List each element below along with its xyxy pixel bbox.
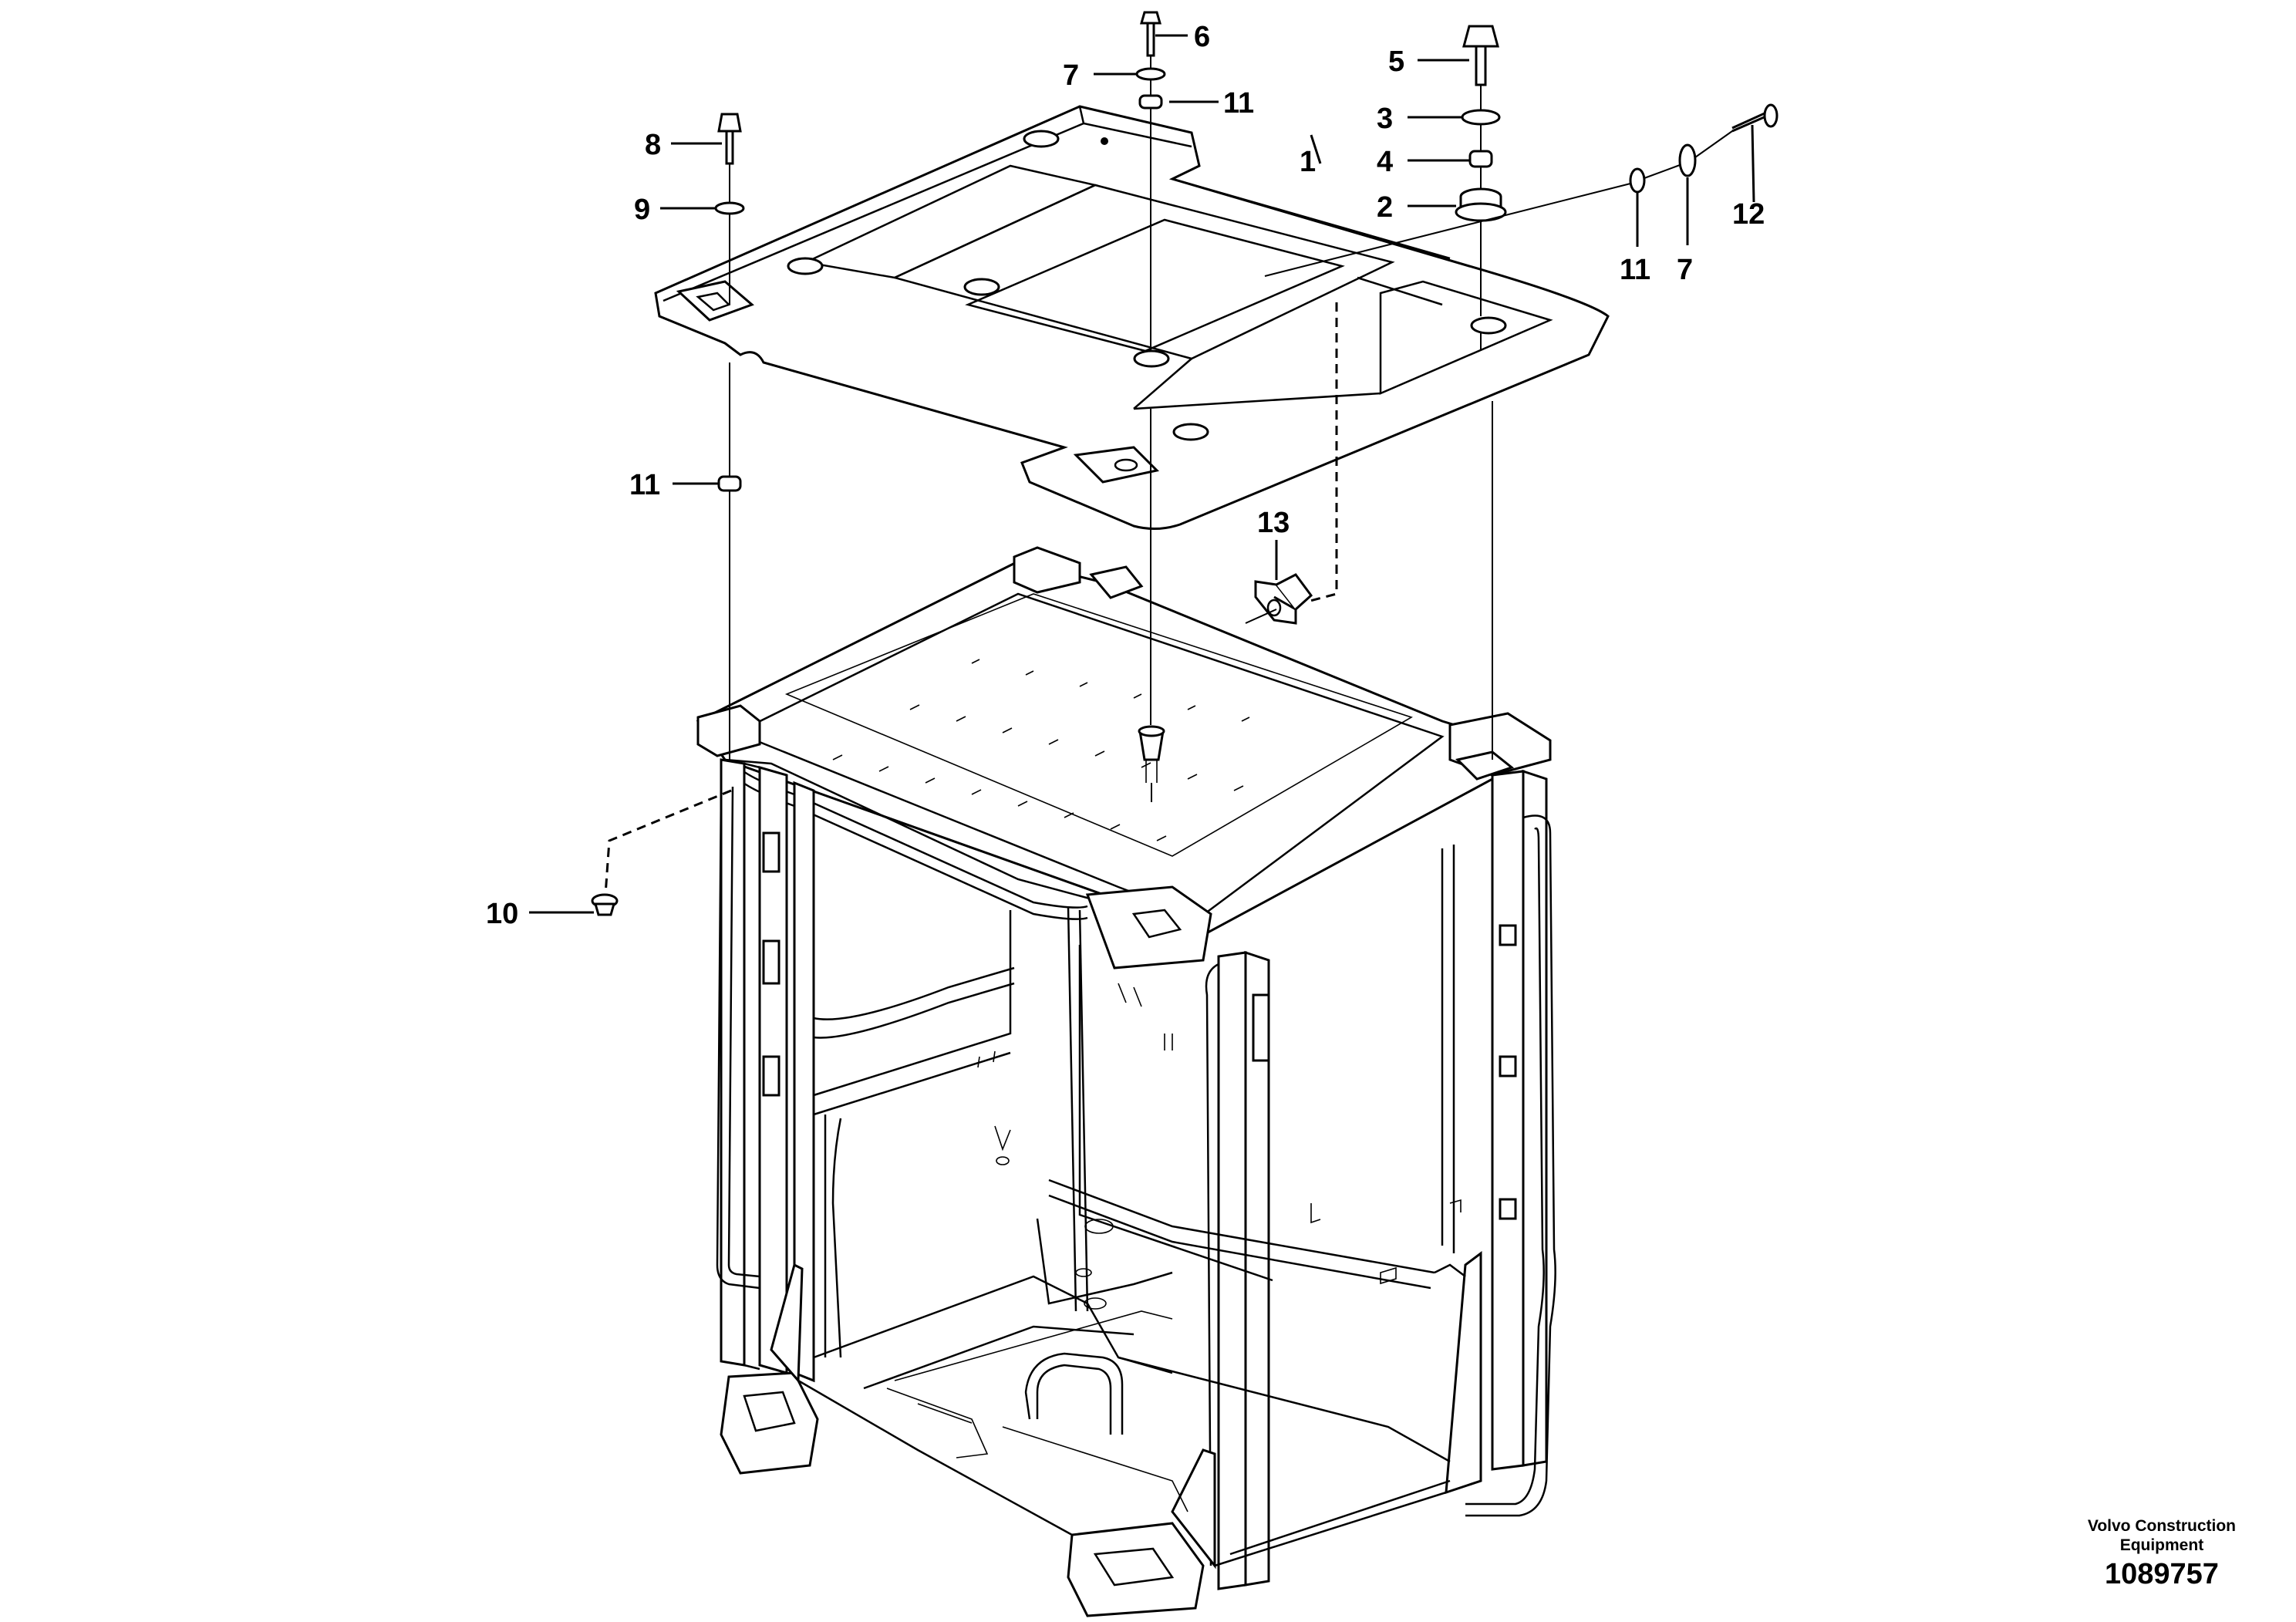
spacer-part-11-top: [1138, 94, 1163, 110]
washer-part-7-right: [1678, 143, 1697, 177]
callout-7-top: 7: [1063, 59, 1079, 92]
company-name-line2: Equipment: [2119, 1536, 2204, 1554]
nut-part-10: [591, 893, 619, 916]
washer-part-9: [714, 201, 745, 215]
callout-3: 3: [1377, 103, 1393, 135]
washer-part-7-top: [1135, 67, 1166, 81]
callout-4: 4: [1377, 146, 1393, 178]
callout-7-right: 7: [1677, 254, 1693, 286]
bolt-part-8: [717, 113, 742, 165]
bolt-part-5: [1462, 25, 1499, 86]
assembly-axes: [604, 56, 1733, 895]
spacer-part-11-right: [1629, 167, 1646, 194]
company-name-line1: Volvo Construction: [2087, 1517, 2236, 1535]
hardware-parts: [591, 11, 1778, 916]
callout-2: 2: [1377, 191, 1393, 224]
washer-part-3: [1461, 109, 1501, 126]
sleeve-part-4: [1468, 150, 1493, 168]
callout-11-top: 11: [1223, 87, 1254, 120]
rubber-mount-part-2: [1455, 187, 1507, 222]
callout-labels: 1 2 3 4 5 6 7 7 8 9 10 11 11 11 12 13: [486, 21, 1765, 930]
callout-13: 13: [1257, 507, 1290, 539]
spacer-part-11-left: [717, 475, 742, 492]
roof-panel: [654, 105, 1610, 530]
callout-1: 1: [1300, 146, 1316, 178]
cab-frame: [696, 546, 1556, 1617]
callout-9: 9: [634, 194, 650, 226]
bolt-part-12: [1731, 103, 1778, 133]
callout-10: 10: [486, 898, 518, 930]
clip-nut-part-13: [1254, 573, 1313, 625]
callout-leaders: [529, 34, 1755, 914]
callout-11-right: 11: [1620, 254, 1650, 286]
callout-5: 5: [1388, 46, 1404, 78]
callout-11-left: 11: [629, 469, 660, 501]
bolt-part-6: [1140, 11, 1161, 57]
drawing-footer: Volvo Construction Equipment 1089757: [2088, 1516, 2236, 1591]
callout-12: 12: [1732, 198, 1765, 231]
callout-6: 6: [1194, 21, 1210, 53]
drawing-number: 1089757: [2104, 1558, 2219, 1590]
callout-8: 8: [645, 129, 661, 161]
